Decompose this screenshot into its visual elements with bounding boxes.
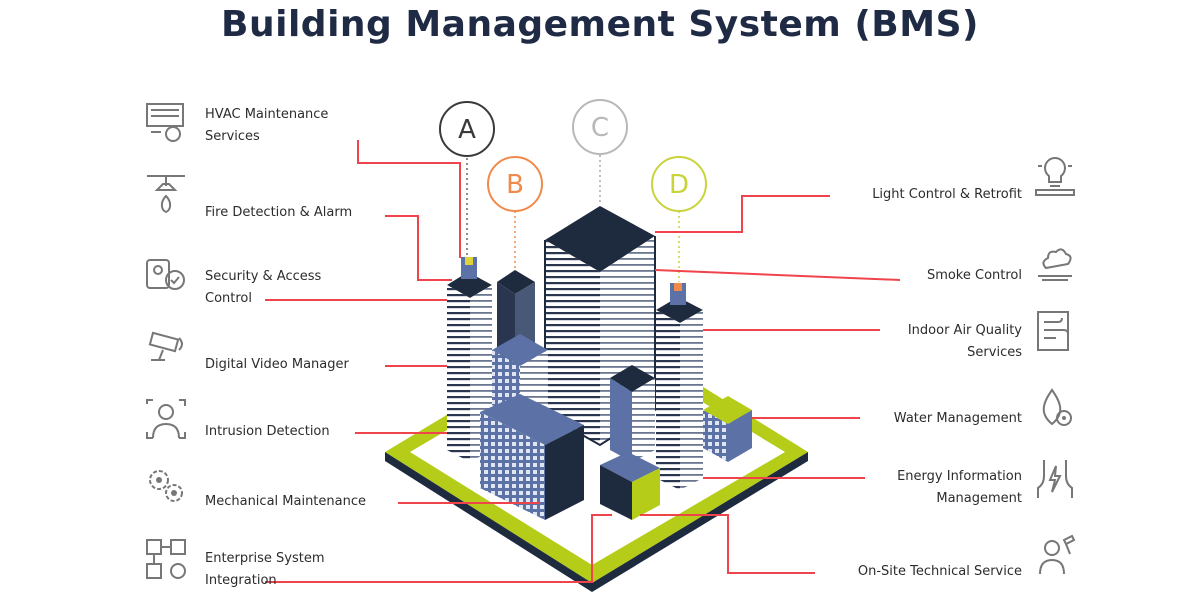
- connector-light: [655, 195, 830, 233]
- energy-icon: [1037, 460, 1073, 498]
- fire-sprinkler-icon: [147, 175, 185, 214]
- marker-b: B: [487, 156, 543, 268]
- marker-d-label: D: [669, 170, 689, 200]
- intrusion-person-icon: [146, 399, 186, 439]
- label-light-control: Light Control & Retrofit: [872, 187, 1022, 202]
- label-energy: Energy Information Management: [897, 469, 1022, 506]
- connector-onsite: [640, 514, 815, 574]
- air-quality-icon: [1037, 311, 1069, 351]
- connector-hvac: [357, 140, 461, 258]
- security-access-icon: [146, 259, 185, 290]
- right-tower: [656, 283, 703, 490]
- label-security-access: Security & Access Control: [205, 269, 322, 306]
- smoke-icon: [1038, 248, 1072, 281]
- connector-smoke: [654, 269, 901, 281]
- small-right-box: [703, 396, 752, 462]
- connector-fire: [385, 215, 452, 281]
- left-connectors: [265, 140, 612, 583]
- label-air-quality: Indoor Air Quality Services: [907, 323, 1022, 360]
- right-connectors: [640, 195, 901, 574]
- integration-icon: [146, 539, 186, 579]
- front-low-block: [480, 394, 584, 520]
- page-title: Building Management System (BMS): [221, 4, 979, 45]
- marker-c: C: [572, 99, 628, 204]
- cctv-camera-icon: [148, 331, 183, 361]
- label-enterprise: Enterprise System Integration: [205, 551, 325, 588]
- label-onsite: On-Site Technical Service: [857, 564, 1022, 579]
- hvac-icon: [146, 103, 184, 142]
- connector-integration: [265, 514, 612, 583]
- label-smoke-control: Smoke Control: [926, 268, 1022, 283]
- label-fire-detection: Fire Detection & Alarm: [205, 205, 353, 220]
- light-bulb-icon: [1035, 156, 1075, 196]
- marker-a-label: A: [458, 115, 476, 145]
- marker-b-label: B: [506, 170, 524, 200]
- label-hvac: HVAC Maintenance Services: [205, 107, 329, 144]
- marker-c-label: C: [591, 113, 609, 143]
- technician-icon: [1039, 534, 1076, 575]
- marker-a: A: [439, 101, 495, 256]
- label-mechanical: Mechanical Maintenance: [205, 494, 366, 509]
- water-drop-icon: [1042, 388, 1072, 426]
- label-digital-video: Digital Video Manager: [205, 357, 349, 372]
- right-mid-tower: [610, 365, 655, 462]
- gears-icon: [149, 470, 183, 502]
- front-small-block: [600, 452, 660, 520]
- label-intrusion: Intrusion Detection: [205, 424, 330, 439]
- marker-d: D: [651, 156, 707, 282]
- label-water: Water Management: [893, 411, 1022, 426]
